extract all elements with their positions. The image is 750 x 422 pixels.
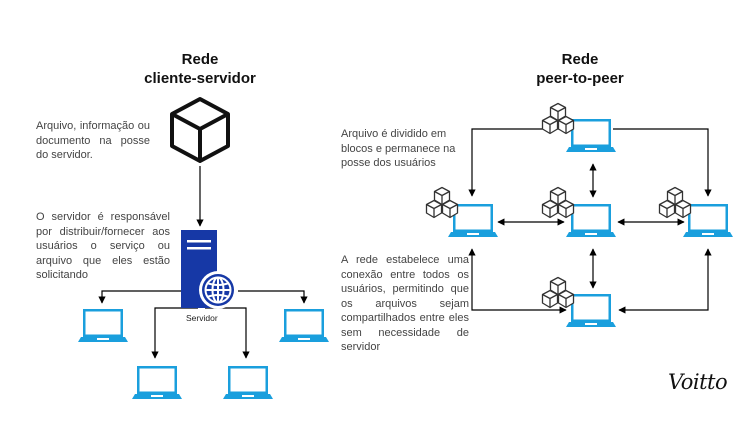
right-network-text: A rede estabelece uma conexão entre todo… <box>341 254 469 353</box>
left-title-line1: Rede <box>181 51 219 68</box>
monitor-icon <box>223 366 273 399</box>
left-title: Rede cliente-servidor <box>120 50 280 88</box>
cubes-icon <box>660 188 691 218</box>
right-blocks-text: Arquivo é dividido em blocos e permanece… <box>341 128 456 169</box>
left-server-text: O servidor é responsável por distribuir/… <box>36 211 170 281</box>
server-label: Servidor <box>186 313 218 323</box>
right-title-line1: Rede <box>561 51 599 68</box>
cube-icon <box>170 97 230 163</box>
cubes-icon <box>427 188 458 218</box>
right-title: Rede peer-to-peer <box>500 50 660 88</box>
cubes-icon <box>543 104 574 134</box>
peer-links <box>468 128 712 314</box>
right-title-line2: peer-to-peer <box>536 70 624 87</box>
left-title-line2: cliente-servidor <box>144 70 256 87</box>
cubes-icon <box>543 278 574 308</box>
monitor-icon <box>132 366 182 399</box>
monitor-icon <box>78 309 128 342</box>
left-file-text: Arquivo, informação ou documento na poss… <box>36 120 150 161</box>
brand-logo: Voitto <box>668 370 728 394</box>
monitor-icon <box>279 309 329 342</box>
globe-icon <box>199 271 237 309</box>
cubes-icon <box>543 188 574 218</box>
